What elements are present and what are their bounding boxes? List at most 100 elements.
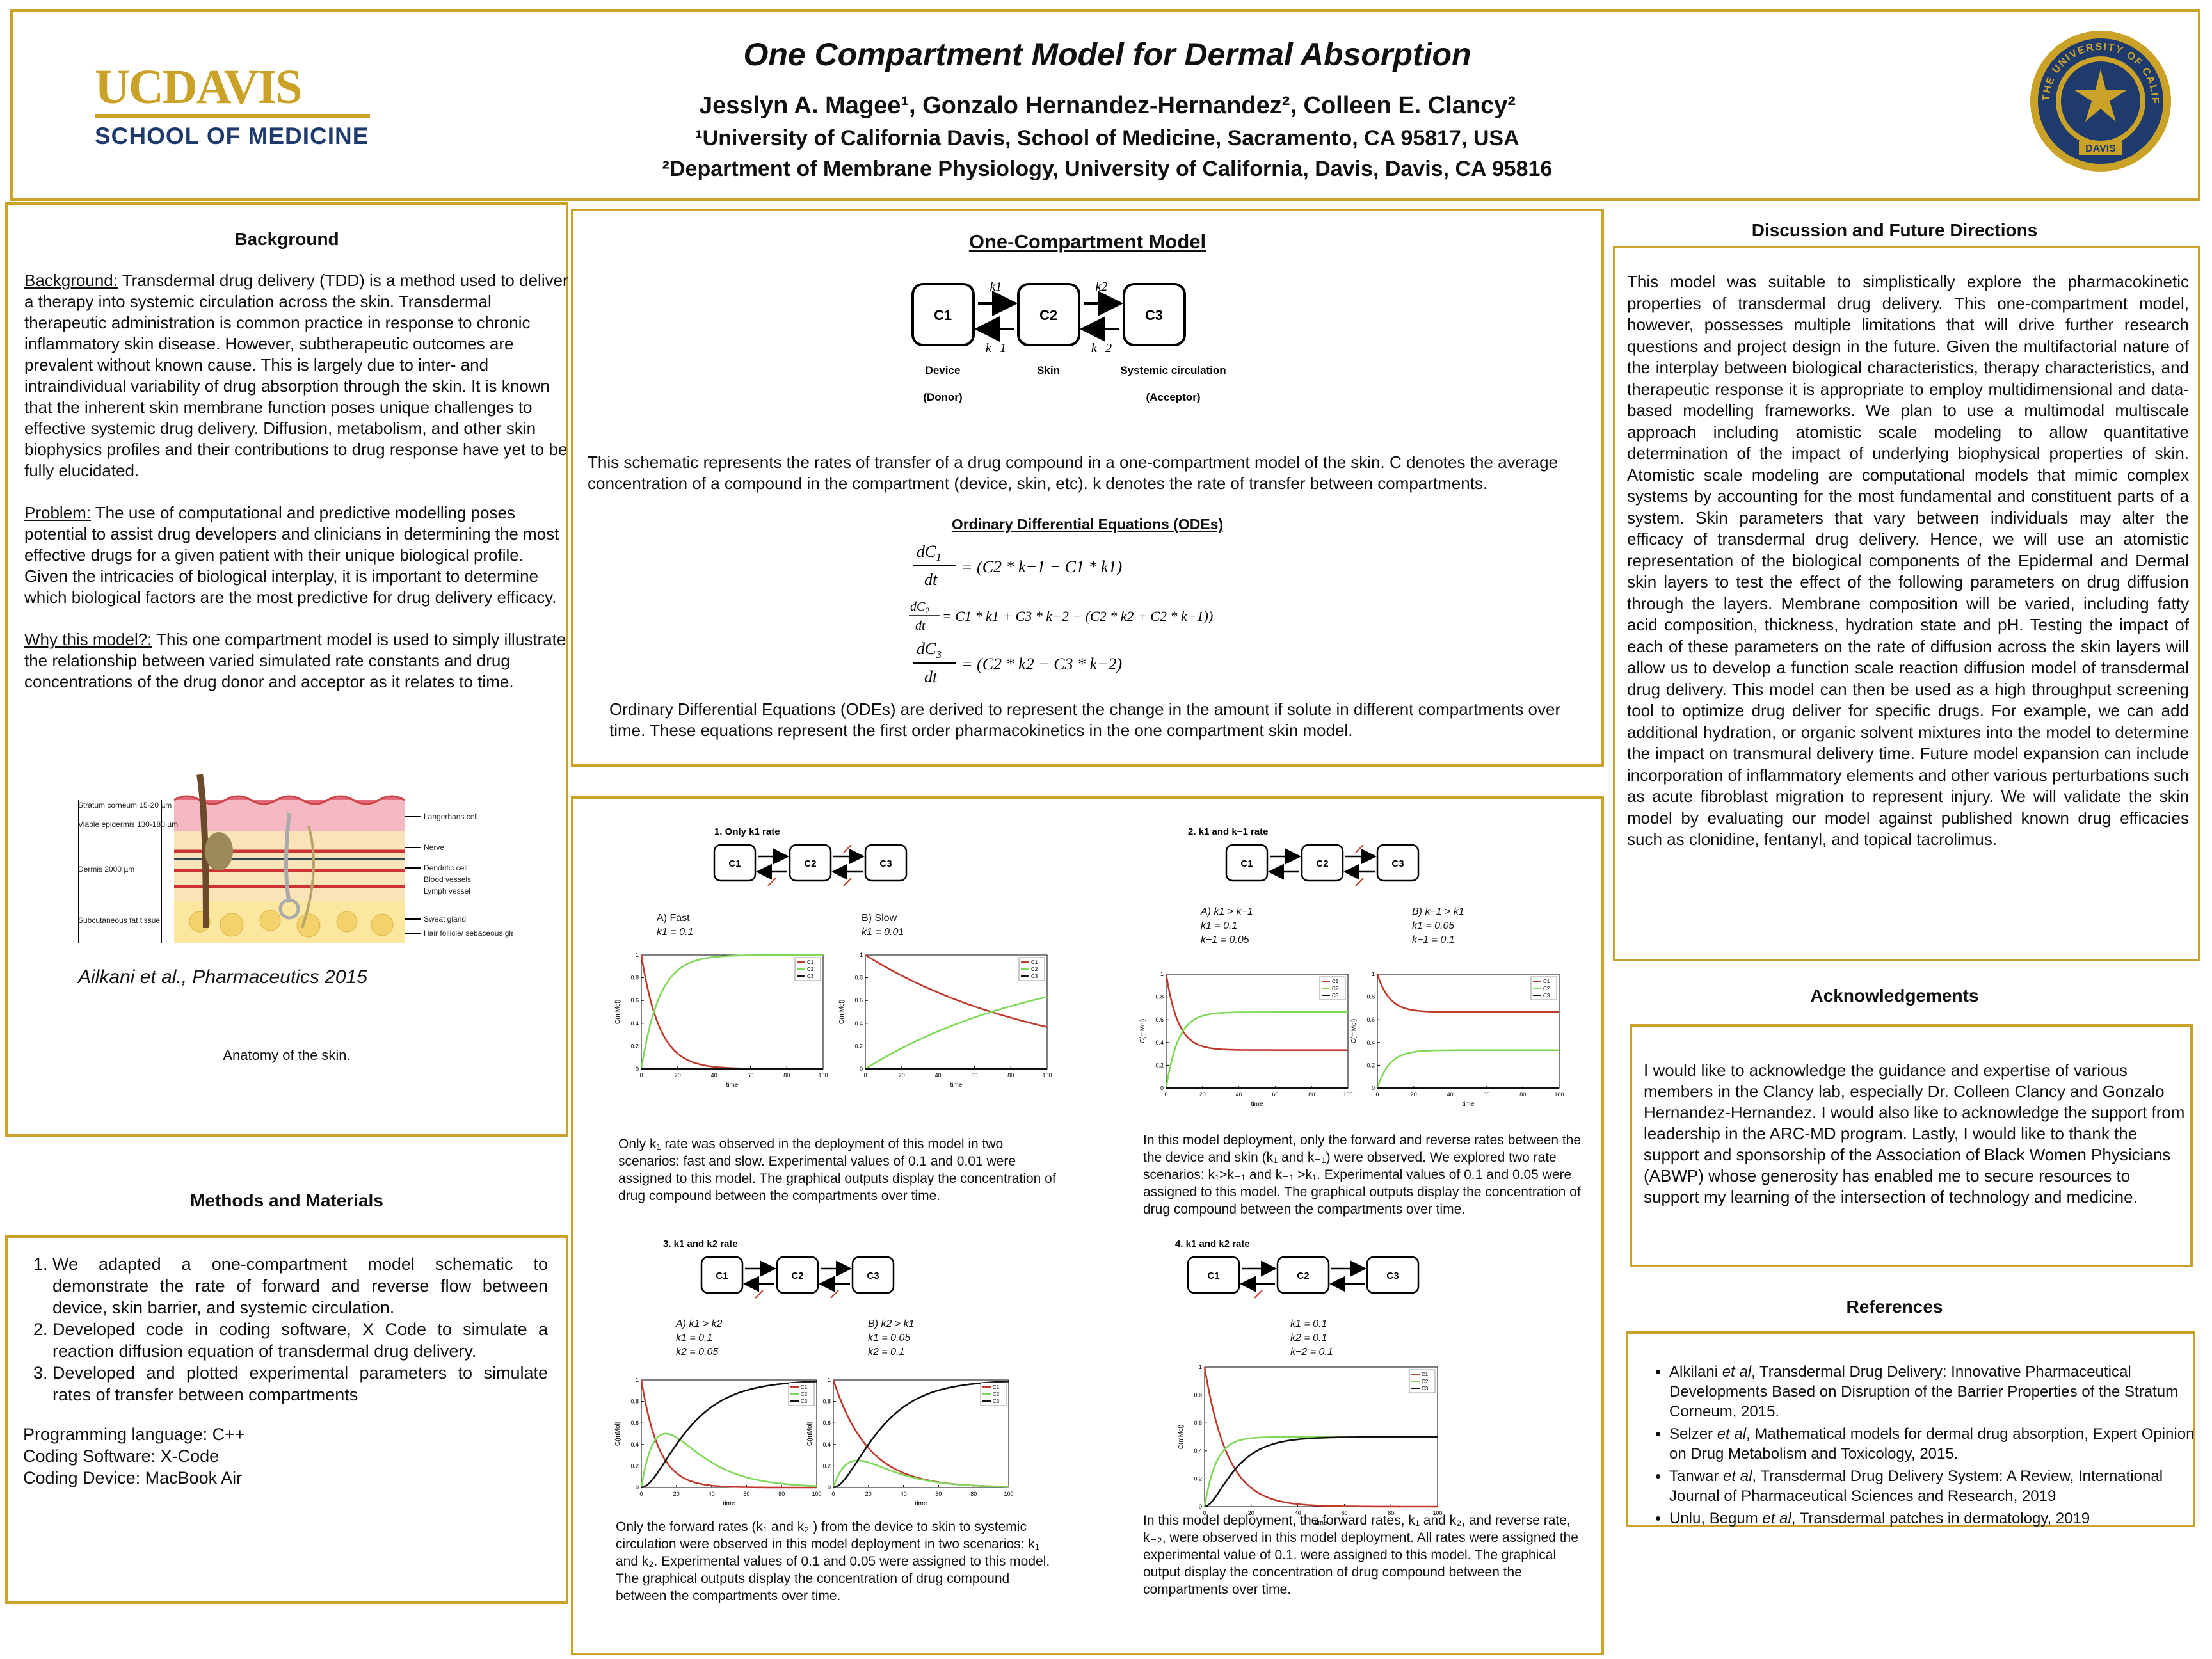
y-tick-label: 0 xyxy=(828,1484,831,1491)
skin-right-label-7: Hair follicle/ sebaceous gland xyxy=(424,929,513,938)
series-line-c3 xyxy=(641,1380,817,1489)
scenario-3b-param-2: k2 = 0.1 xyxy=(868,1347,905,1358)
y-axis-label: C(mMol) xyxy=(1178,1425,1185,1449)
svg-text:dt: dt xyxy=(924,570,938,589)
y-tick-label: 0.8 xyxy=(1194,1392,1202,1399)
y-tick-label: 0 xyxy=(636,1484,639,1491)
y-axis-label: C(mMol) xyxy=(1350,1019,1358,1043)
y-tick-label: 0.6 xyxy=(1366,1016,1375,1023)
x-tick-label: 40 xyxy=(1295,1510,1301,1516)
y-tick-label: 0.6 xyxy=(630,1420,639,1426)
svg-text:C2: C2 xyxy=(804,858,816,869)
x-tick-label: 80 xyxy=(1519,1091,1526,1098)
series-line-c1 xyxy=(640,1379,817,1489)
seal-banner: DAVIS xyxy=(2085,143,2116,154)
x-tick-label: 80 xyxy=(1308,1091,1315,1098)
logo-wordmark: UCDAVIS xyxy=(95,60,302,114)
y-tick-label: 0.4 xyxy=(1194,1448,1202,1454)
reference-item: Tanwar et al, Transdermal Drug Delivery … xyxy=(1669,1466,2200,1506)
y-tick-label: 0.4 xyxy=(630,1441,639,1448)
logo-subtitle: SCHOOL OF MEDICINE xyxy=(95,123,369,149)
x-tick-label: 40 xyxy=(1236,1091,1242,1098)
methods-item-2: Developed code in coding software, X Cod… xyxy=(52,1318,548,1362)
y-tick-label: 1 xyxy=(636,952,639,958)
legend-label: C3 xyxy=(801,1399,808,1404)
y-tick-label: 0.2 xyxy=(822,1463,831,1469)
svg-text:C3: C3 xyxy=(867,1270,879,1281)
rate-km1: k−1 xyxy=(986,341,1006,355)
x-axis-label: time xyxy=(950,1082,963,1089)
methods-heading: Methods and Materials xyxy=(190,1190,383,1210)
x-tick-label: 20 xyxy=(899,1072,905,1078)
x-tick-label: 60 xyxy=(935,1491,942,1497)
svg-text:C1: C1 xyxy=(716,1270,728,1281)
section-3-caption-bottom: Only the forward rates (k₁ and k₂ ) from… xyxy=(616,1519,1050,1603)
y-axis-label: C(mMol) xyxy=(838,1000,846,1024)
x-tick-label: 100 xyxy=(1343,1091,1352,1098)
background-text: Transdermal drug delivery (TDD) is a met… xyxy=(24,271,568,480)
rate-k2: k2 xyxy=(1096,280,1108,294)
discussion-heading: Discussion and Future Directions xyxy=(1751,220,2038,240)
legend-label: C1 xyxy=(993,1384,1000,1390)
coding-device: Coding Device: MacBook Air xyxy=(23,1468,243,1487)
plot-area xyxy=(833,1379,1009,1488)
y-tick-label: 1 xyxy=(636,1377,639,1383)
x-axis-label: time xyxy=(1251,1101,1263,1108)
series-line-c2 xyxy=(865,996,1048,1070)
skin-figure-caption: Anatomy of the skin. xyxy=(223,1047,351,1063)
x-axis-label: time xyxy=(726,1082,739,1089)
section-1-title: 1. Only k1 rate xyxy=(714,826,780,837)
y-tick-label: 0.2 xyxy=(1194,1475,1202,1482)
x-tick-label: 80 xyxy=(1007,1072,1014,1078)
box-c2: C2 xyxy=(1039,307,1057,323)
y-tick-label: 0.6 xyxy=(1194,1420,1202,1426)
scenario-3a-param-2: k2 = 0.05 xyxy=(676,1347,719,1358)
problem-paragraph: Problem: The use of computational and pr… xyxy=(24,502,568,608)
x-tick-label: 80 xyxy=(970,1491,977,1497)
legend-label: C1 xyxy=(1332,979,1339,984)
y-tick-label: 0 xyxy=(1160,1085,1164,1091)
series-line-c2 xyxy=(1165,1011,1348,1089)
logo-rule xyxy=(95,114,370,118)
y-axis-label: C(mMol) xyxy=(614,1000,621,1024)
skin-right-label-1: Langerhans cell xyxy=(424,812,478,821)
y-tick-label: 0.2 xyxy=(1366,1062,1375,1068)
ode-2: = C1 * k1 + C3 * k−2 − (C2 * k2 + C2 * k… xyxy=(942,608,1213,624)
skin-right-label-4: Blood vessels xyxy=(424,875,471,884)
series-line-c2 xyxy=(640,954,823,1070)
background-paragraph: Background: Transdermal drug delivery (T… xyxy=(24,270,568,481)
label-acceptor: (Acceptor) xyxy=(1146,391,1200,403)
y-tick-label: 0.6 xyxy=(630,997,639,1004)
svg-text:C2: C2 xyxy=(1316,858,1328,869)
skin-citation: Ailkani et al., Pharmaceutics 2015 xyxy=(78,966,367,988)
skin-right-label-3: Dendritic cell xyxy=(424,863,468,872)
series-line-c2 xyxy=(832,1459,1009,1488)
references-list: Alkilani et al, Transdermal Drug Deliver… xyxy=(1641,1362,2200,1531)
y-tick-label: 0.4 xyxy=(1155,1039,1164,1046)
ode-1: = (C2 * k−1 − C1 * k1) xyxy=(961,557,1122,576)
y-tick-label: 0.6 xyxy=(822,1420,831,1426)
problem-label: Problem: xyxy=(24,503,92,522)
methods-item-3: Developed and plotted experimental param… xyxy=(52,1362,548,1406)
why-label: Why this model?: xyxy=(24,630,152,649)
x-tick-label: 20 xyxy=(1248,1510,1254,1516)
svg-text:dC1: dC1 xyxy=(917,542,942,563)
legend-label: C1 xyxy=(1422,1372,1429,1377)
box-c1: C1 xyxy=(934,307,952,323)
legend-label: C2 xyxy=(807,966,814,972)
series-line-c3 xyxy=(833,1380,1009,1489)
scenario-2a-param-1: k1 = 0.1 xyxy=(1201,920,1238,931)
x-axis-label: time xyxy=(1315,1519,1327,1527)
ucdavis-logo: UCDAVIS SCHOOL OF MEDICINE xyxy=(95,63,370,150)
scenario-4-param-3: k−2 = 0.1 xyxy=(1290,1347,1333,1358)
plot-area xyxy=(865,954,1048,1070)
y-tick-label: 0.6 xyxy=(1155,1016,1164,1023)
legend-label: C3 xyxy=(993,1399,1000,1404)
x-tick-label: 60 xyxy=(1483,1091,1489,1098)
